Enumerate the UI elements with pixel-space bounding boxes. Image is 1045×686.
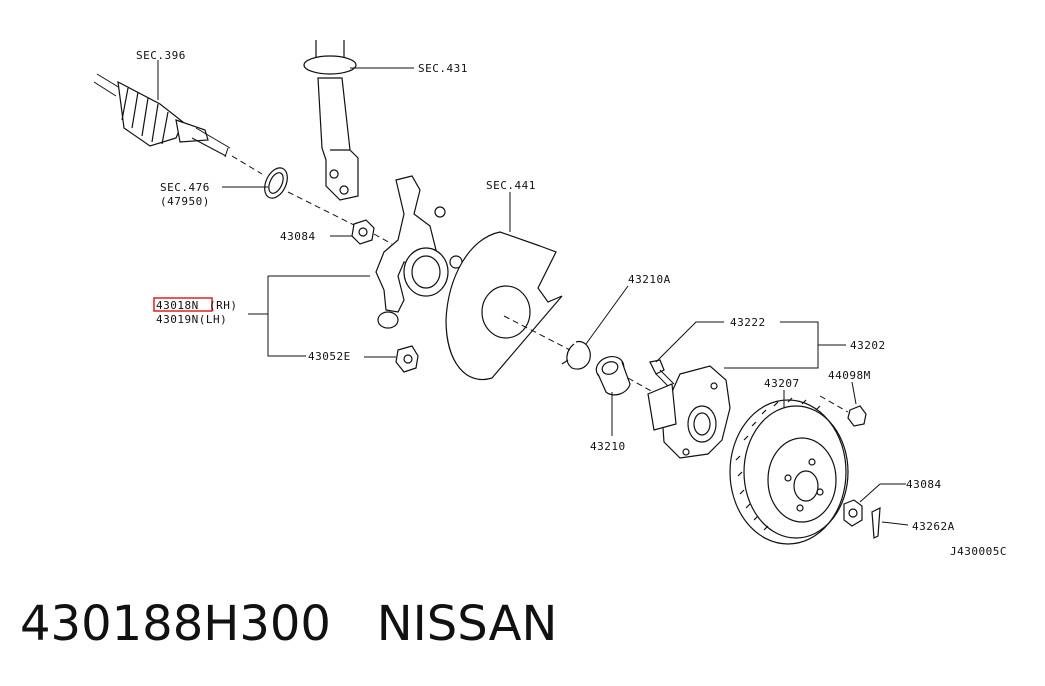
bushing-43052e xyxy=(395,345,419,373)
parts-exploded-diagram: SEC.396 SEC.431 SEC.476 (47950) SEC.441 … xyxy=(93,40,1007,558)
label-47950: (47950) xyxy=(160,195,210,208)
steering-knuckle xyxy=(375,175,463,329)
part-highlight-box xyxy=(153,297,213,312)
label-43019n-lh: 43019N(LH) xyxy=(156,313,227,326)
disc-rotor xyxy=(729,397,849,545)
sec476-ring xyxy=(264,167,288,199)
label-rh: (RH) xyxy=(209,299,238,312)
label-43084-right: 43084 xyxy=(906,478,942,491)
hub-bolt-43222 xyxy=(649,359,675,389)
diagram-code: J430005C xyxy=(950,545,1007,558)
nut-43084-right xyxy=(843,499,863,527)
strut-assembly xyxy=(303,40,359,201)
label-43222: 43222 xyxy=(730,316,766,329)
label-sec396: SEC.396 xyxy=(136,49,186,62)
nut-43084-left xyxy=(351,219,375,245)
clip-44098m xyxy=(847,405,867,427)
drive-shaft xyxy=(93,73,263,175)
wheel-hub xyxy=(647,365,731,459)
part-number-caption: 430188H300 NISSAN xyxy=(20,596,558,652)
label-43262a: 43262A xyxy=(912,520,955,533)
label-43202: 43202 xyxy=(850,339,886,352)
label-43084-left: 43084 xyxy=(280,230,316,243)
snap-ring-43210a xyxy=(561,340,591,370)
label-43210: 43210 xyxy=(590,440,626,453)
label-43018n[interactable]: 43018N xyxy=(156,299,199,312)
leader-lines xyxy=(157,60,909,526)
wheel-bearing-43210 xyxy=(595,356,631,396)
label-43207: 43207 xyxy=(764,377,800,390)
cotter-pin-43262a xyxy=(871,506,881,539)
label-43210a: 43210A xyxy=(628,273,671,286)
label-43052e: 43052E xyxy=(308,350,351,363)
label-sec441: SEC.441 xyxy=(486,179,536,192)
label-44098m: 44098M xyxy=(828,369,871,382)
dust-shield xyxy=(445,231,563,380)
label-sec476: SEC.476 xyxy=(160,181,210,194)
label-sec431: SEC.431 xyxy=(418,62,468,75)
